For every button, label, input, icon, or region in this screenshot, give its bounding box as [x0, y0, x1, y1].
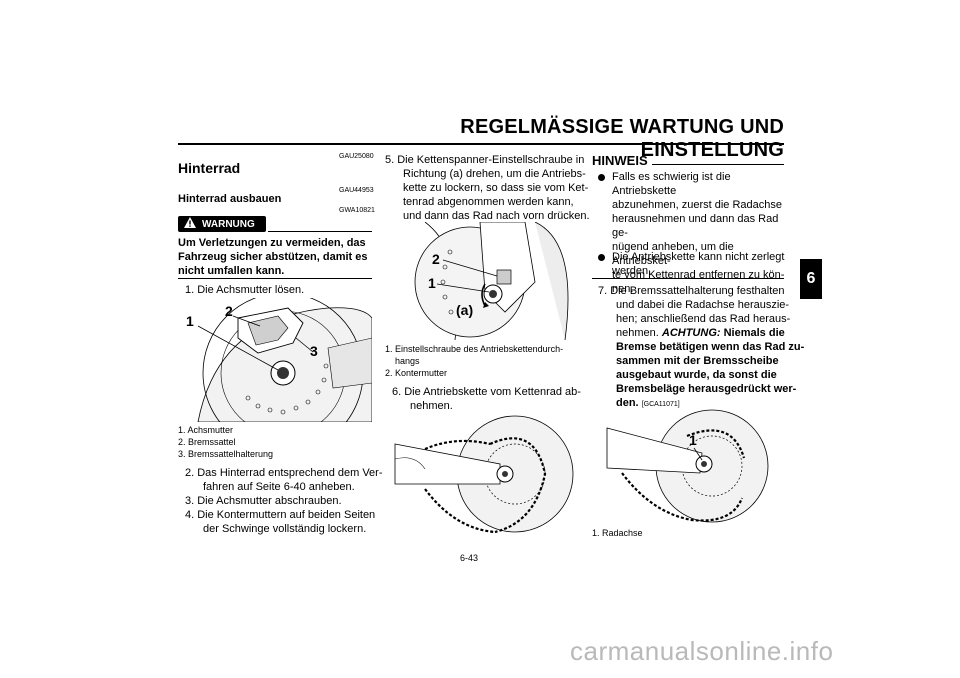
code-label: GWA10821 — [339, 207, 375, 214]
figure-caption: 1. Achsmutter 2. Bremssattel 3. Bremssat… — [178, 425, 274, 459]
figure-caption: 1. Einstellschraube des Antriebskettendu… — [385, 344, 564, 378]
divider — [178, 278, 372, 279]
code-label: GAU44953 — [339, 187, 374, 194]
step-7: 7. Die Bremssattelhalterung festhalten u… — [598, 285, 805, 409]
divider — [652, 164, 784, 165]
step-3: 3. Die Achsmutter abschrauben. — [185, 495, 342, 507]
callout-3: 3 — [310, 343, 318, 359]
step-5: 5. Die Kettenspanner-Einstellschraube in… — [385, 154, 590, 222]
bullet-icon — [598, 254, 605, 261]
warning-text: Um Verletzungen zu vermeiden, das Fahrze… — [178, 237, 368, 277]
callout-a: (a) — [456, 302, 474, 318]
code-label: [GCA11071] — [641, 401, 680, 408]
divider — [592, 278, 784, 279]
code-label: GAU25080 — [339, 153, 374, 160]
figure-chain-adjuster — [385, 221, 578, 341]
chapter-tab: 6 — [800, 259, 822, 299]
hinweis-heading: HINWEIS — [592, 153, 648, 168]
warning-icon — [184, 217, 196, 231]
step-2: 2. Das Hinterrad entsprechend dem Ver- f… — [185, 467, 383, 493]
page-number: 6-43 — [460, 553, 479, 563]
callout-2: 2 — [432, 251, 440, 267]
step-6: 6. Die Antriebskette vom Kettenrad ab- n… — [392, 386, 581, 412]
hinweis-bullet-2: Die Antriebskette kann nicht zerlegt wer… — [598, 250, 788, 278]
callout-1: 1 — [689, 432, 697, 448]
subheading: Hinterrad ausbauen — [178, 193, 282, 205]
figure-wheel-axle — [592, 408, 784, 523]
callout-2: 2 — [225, 303, 233, 319]
callout-1: 1 — [186, 313, 194, 329]
divider — [268, 231, 372, 232]
section-heading: Hinterrad — [178, 160, 241, 176]
achtung-label: ACHTUNG: — [661, 327, 721, 339]
bullet-icon — [598, 174, 605, 181]
step-1: 1. Die Achsmutter lösen. — [185, 284, 305, 296]
warning-badge: WARNUNG — [178, 216, 266, 232]
header-rule — [178, 143, 784, 145]
callout-1: 1 — [428, 275, 436, 291]
watermark: carmanualsonline.info — [570, 636, 834, 666]
warning-label: WARNUNG — [202, 218, 255, 230]
step-4: 4. Die Kontermuttern auf beiden Seiten d… — [185, 509, 376, 535]
figure-brake-caliper — [178, 292, 373, 454]
figure-chain-removal — [385, 414, 578, 536]
figure-caption: 1. Radachse — [592, 528, 643, 538]
